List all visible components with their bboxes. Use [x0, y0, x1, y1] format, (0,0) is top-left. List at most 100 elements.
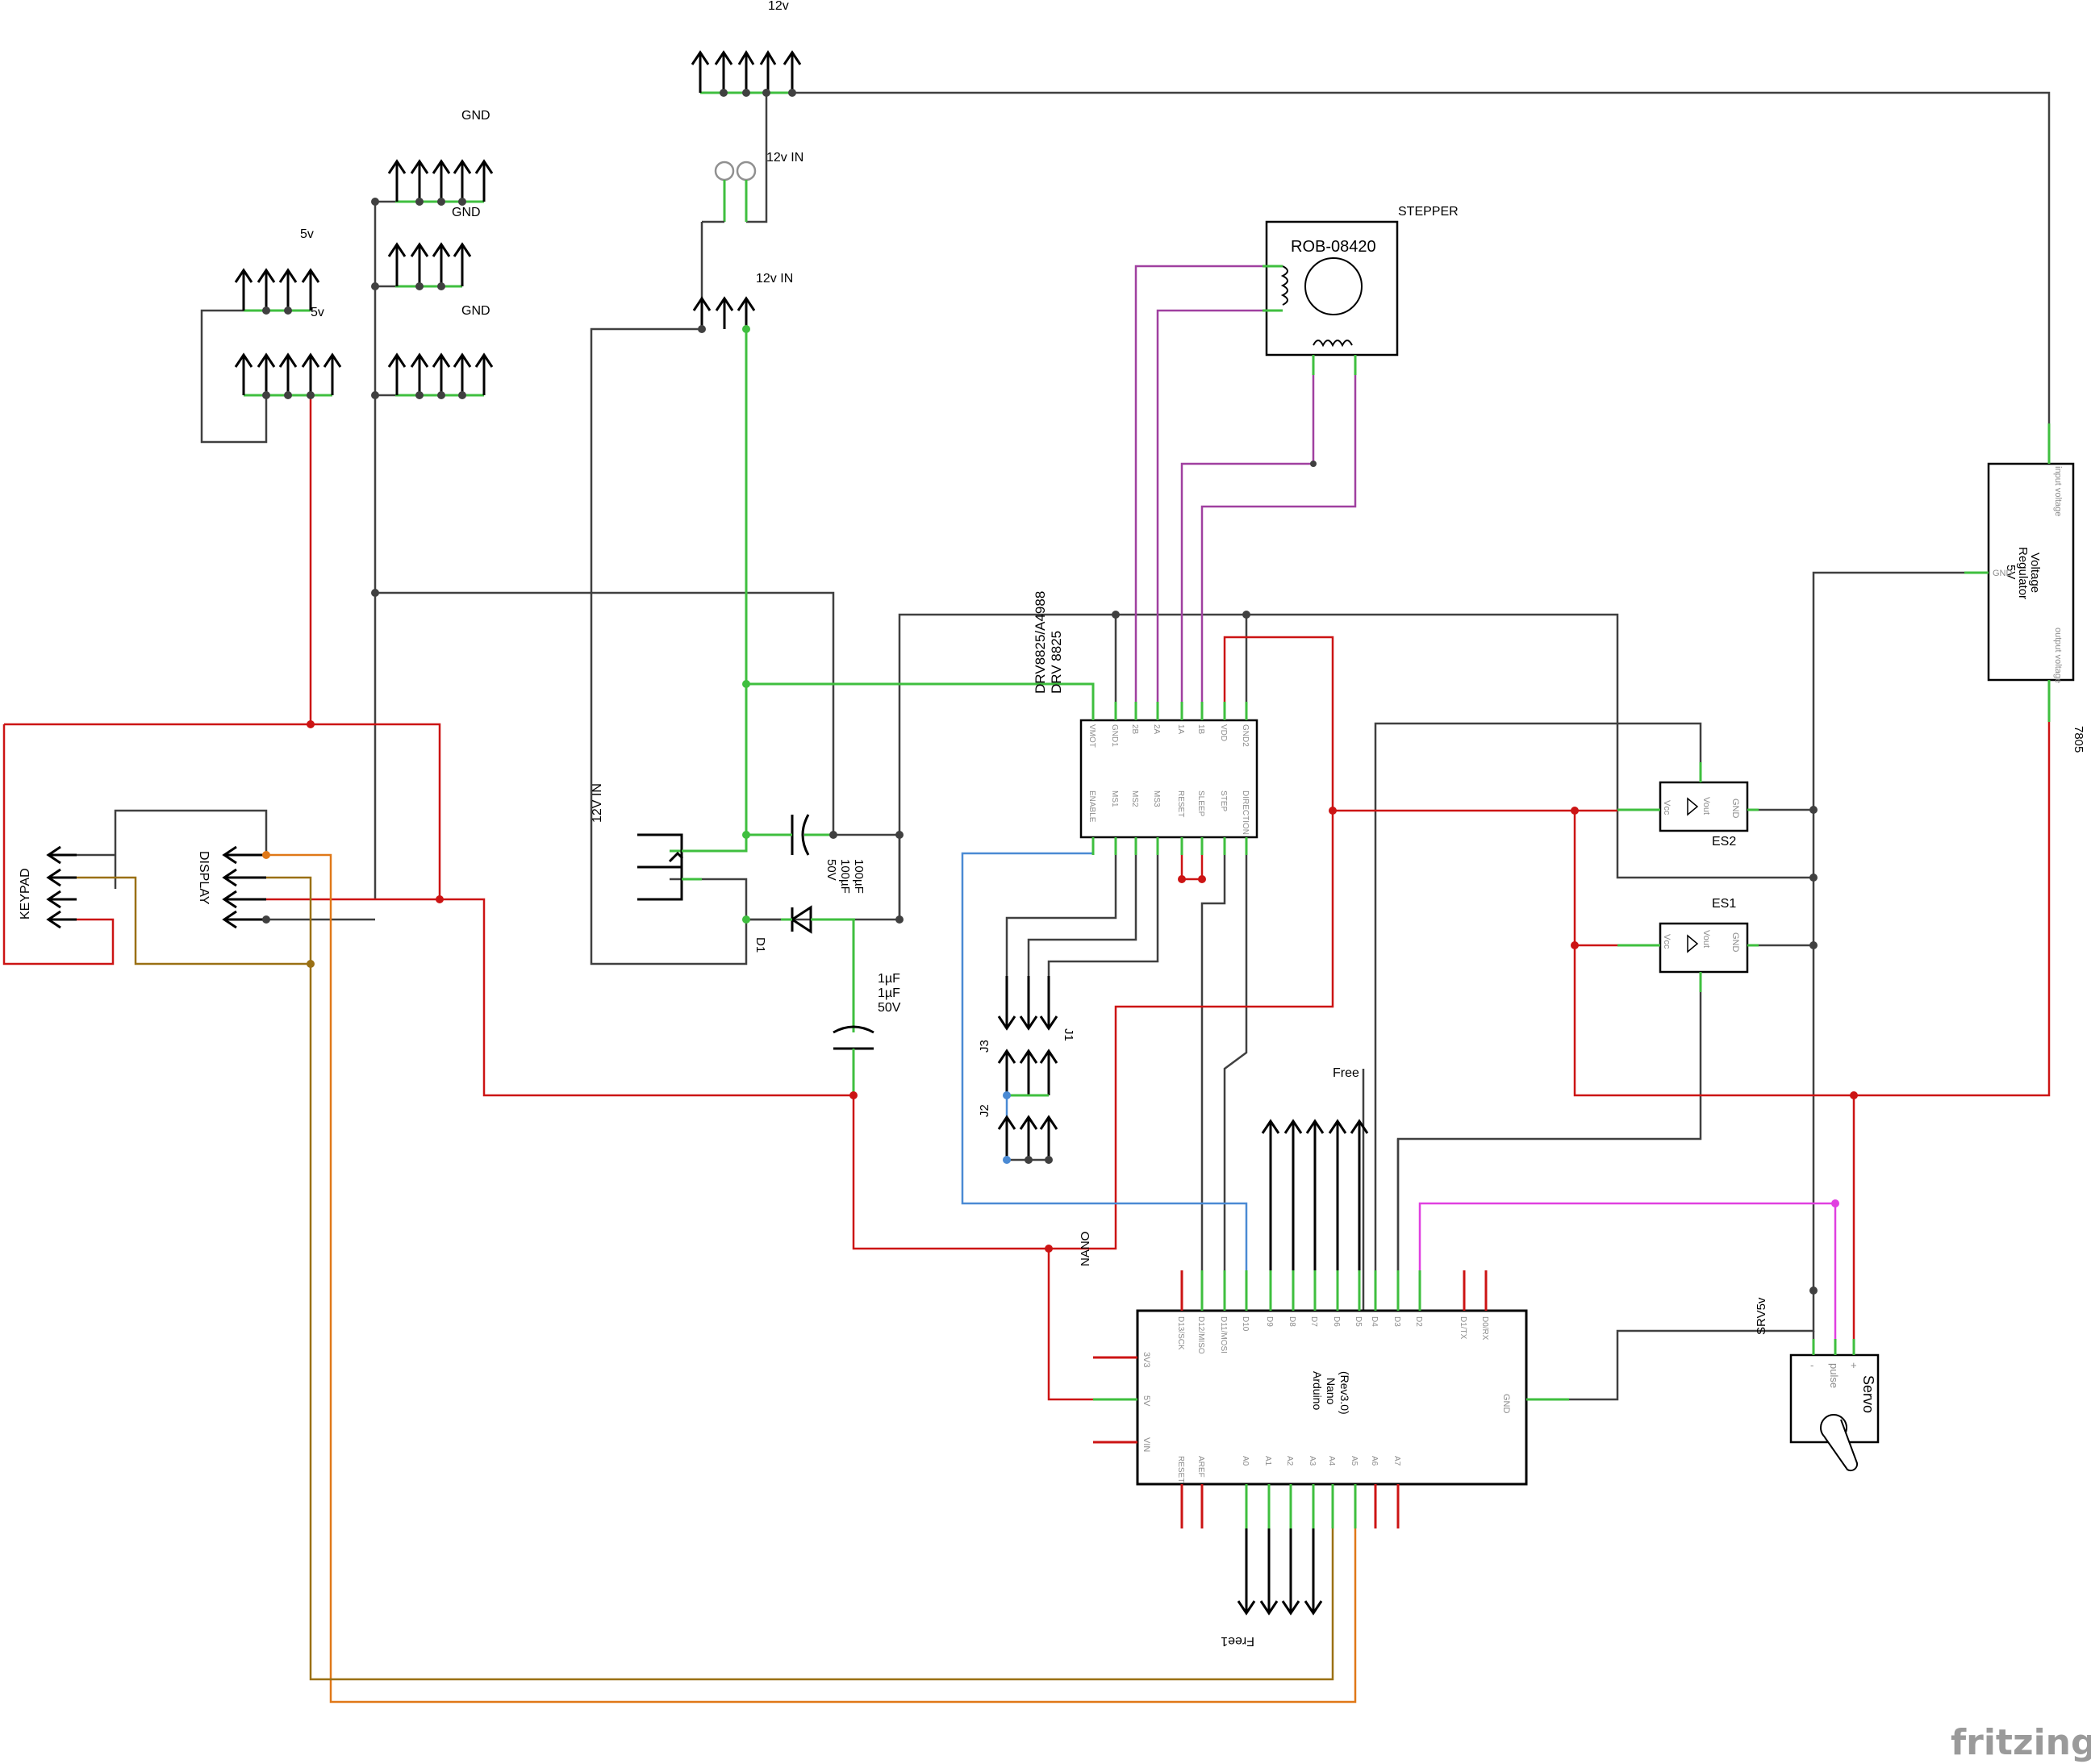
- label-j3: J3: [978, 1040, 991, 1053]
- arduino-pin-a7: A7: [1392, 1456, 1401, 1466]
- label-12v-in-b: 12v IN: [756, 272, 793, 286]
- es2-vout: Vout: [1701, 797, 1711, 815]
- label-display: DISPLAY: [197, 851, 211, 905]
- arduino-pin-d3: D3: [1392, 1316, 1401, 1327]
- arduino-pin-a5: A5: [1350, 1456, 1359, 1466]
- gnd-row-top: [387, 159, 494, 203]
- arduino-pin-d9: D9: [1265, 1316, 1274, 1327]
- es1-vcc: Vcc: [1662, 934, 1672, 949]
- regulator-pin-gnd: GND: [1993, 569, 2013, 578]
- arduino-pin-a1: A1: [1263, 1456, 1272, 1466]
- wire-5v-loop: [200, 309, 268, 444]
- wire-12v-to-regulator: [700, 91, 2051, 423]
- wire-2b: [1134, 265, 1263, 702]
- wire-12vin-left: [590, 327, 748, 965]
- label-servo-net: SRV5v: [1755, 1297, 1768, 1335]
- label-gnd-low: GND: [461, 304, 490, 318]
- label-es2: ES2: [1712, 835, 1736, 849]
- wire-5v-display: [266, 898, 1136, 1401]
- gnd-row-mid: [387, 242, 472, 288]
- label-12v-top: 12v: [768, 0, 789, 13]
- power-12v-row: [691, 50, 802, 94]
- arduino-pin-d6: D6: [1332, 1316, 1341, 1327]
- label-free: Free: [1333, 1066, 1359, 1080]
- dc-jack-terminals: [714, 161, 757, 181]
- servo-pulse-label: pulse: [1828, 1363, 1840, 1388]
- wire-es2-vout: [1374, 722, 1702, 1311]
- label-cap-big-3: 50V: [824, 859, 838, 881]
- wire-display-frame-top: [114, 809, 268, 889]
- arduino-pin-d0-rx: D0/RX: [1480, 1316, 1489, 1341]
- wire-5v-loop-left: [4, 723, 441, 899]
- label-j1: J1: [1062, 1028, 1075, 1041]
- display-connector: [222, 845, 266, 929]
- arduino-pin-d11-mosi: D11/MOSI: [1219, 1316, 1228, 1353]
- arduino-pin-5v: 5V: [1141, 1395, 1151, 1407]
- arduino-pin-d2: D2: [1414, 1316, 1423, 1327]
- arduino-pin-d1-tx: D1/TX: [1459, 1316, 1467, 1340]
- arduino-pin-d10: D10: [1241, 1316, 1250, 1332]
- label-cap-small-3: 50V: [878, 1001, 901, 1015]
- wire-12v-jack-a: [746, 93, 768, 223]
- driver-pin-reset: RESET: [1176, 790, 1185, 817]
- wire-es-vcc: [1573, 682, 2051, 1097]
- arduino-pin-gnd: GND: [1501, 1394, 1511, 1414]
- stepper-driver: [1079, 702, 1258, 855]
- label-driver-name-1: DRV8825/A4988: [1033, 591, 1048, 694]
- arduino-title-3: (Rev3.0): [1338, 1371, 1351, 1415]
- wire-ms3-j: [1047, 855, 1159, 976]
- driver-pin-sleep: SLEEP: [1196, 790, 1205, 817]
- sensor-es1: [1617, 922, 1759, 992]
- diode-d1: [781, 905, 855, 934]
- servo-minus-label: -: [1810, 1359, 1813, 1371]
- wires: [2, 91, 2051, 1704]
- power-5v-row-mid: [234, 352, 342, 397]
- labels: 12v GND GND GND 5v 5v 12v IN 12v IN 12V …: [19, 0, 2091, 1763]
- wire-display-sda: [266, 853, 1357, 1704]
- regulator-title-3: 5V: [2004, 565, 2018, 579]
- wire-step-d12: [1200, 855, 1226, 1311]
- driver-pin-ms1: MS1: [1110, 790, 1119, 807]
- power-12v-in-pair: [692, 296, 756, 329]
- wire-2a: [1156, 309, 1263, 702]
- driver-pin-1b: 1B: [1196, 724, 1205, 735]
- label-12v-in-vertical: 12V IN: [591, 783, 604, 823]
- wire-dir-d11: [1223, 855, 1248, 1311]
- label-cap-big-1: 100µF: [852, 859, 866, 894]
- es1-gnd: GND: [1730, 932, 1740, 953]
- jumper-j3: [997, 1049, 1058, 1097]
- label-nano-net: NANO: [1079, 1232, 1092, 1266]
- jumper-j2: [997, 1115, 1058, 1160]
- capacitor-1uf: [833, 920, 874, 1095]
- free-header: [1261, 1119, 1369, 1311]
- arduino-pin-d7: D7: [1309, 1316, 1318, 1327]
- arduino-pin-reset: RESET: [1176, 1456, 1185, 1483]
- driver-pin-2b: 2B: [1130, 724, 1139, 735]
- keypad-connector: [46, 845, 77, 929]
- arduino-pin-a3: A3: [1308, 1456, 1317, 1466]
- servo-title: Servo: [1860, 1375, 1876, 1413]
- arduino-pin-vin: VIN: [1141, 1437, 1151, 1452]
- driver-pin-gnd1: GND1: [1110, 724, 1119, 747]
- arduino-pin-a2: A2: [1285, 1456, 1294, 1466]
- arduino-nano: [1093, 1270, 1569, 1528]
- driver-pin-gnd2: GND2: [1241, 724, 1250, 747]
- servo-plus-label: +: [1851, 1359, 1857, 1371]
- arduino-pin-d8: D8: [1288, 1316, 1296, 1327]
- wire-ms1-j: [1005, 855, 1117, 976]
- arduino-pin-d12-miso: D12/MISO: [1196, 1316, 1205, 1354]
- arduino-pin-3v3: 3V3: [1141, 1352, 1151, 1368]
- fritzing-logo: fritzing: [1951, 1722, 2091, 1763]
- label-stepper-part: ROB-08420: [1291, 238, 1376, 256]
- label-j2: J2: [978, 1104, 991, 1117]
- es2-gnd: GND: [1730, 799, 1740, 819]
- arduino-pin-aref: AREF: [1196, 1456, 1205, 1478]
- label-diode: D1: [753, 937, 767, 953]
- wire-reset-sleep: [1180, 855, 1204, 881]
- wire-5v-keypad: [2, 724, 115, 965]
- arduino-pin-d4: D4: [1370, 1316, 1379, 1327]
- driver-pin-1a: 1A: [1176, 724, 1185, 735]
